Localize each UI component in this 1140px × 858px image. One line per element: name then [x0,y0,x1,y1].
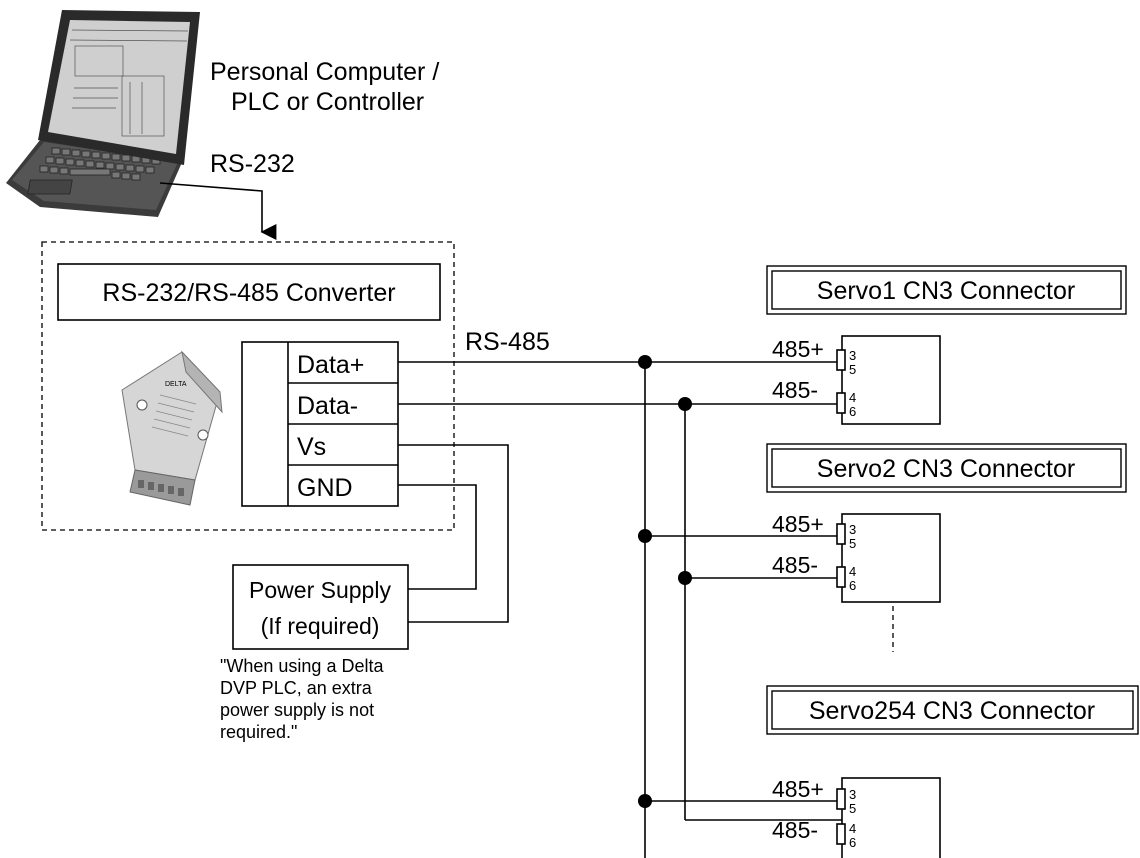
servo254-title-box [771,690,1134,730]
rs485-label: RS-485 [465,328,550,356]
servo1-title-box [771,270,1122,310]
power-note-line1: "When using a Delta [220,656,384,676]
svg-text:6: 6 [849,404,856,419]
power-note-line4: required." [220,722,297,742]
servo1-title: Servo1 CN3 Connector [817,277,1075,305]
servo254-plus-label: 485+ [772,776,824,802]
svg-text:4: 4 [849,390,856,405]
svg-text:5: 5 [849,536,856,551]
servo254-group: Servo254 CN3 Connector 3 5 4 6 485+ 485- [766,685,1139,858]
converter-title: RS-232/RS-485 Converter [102,279,395,307]
rs485-bus-wiring [398,355,842,858]
servo2-group: Servo2 CN3 Connector 3 5 4 6 485+ 485- [766,443,1127,603]
terminal-data-plus: Data+ [297,351,364,379]
servo2-title-box [771,448,1122,488]
svg-text:3: 3 [849,348,856,363]
terminal-gnd: GND [297,474,353,502]
converter-boundary [41,241,455,531]
laptop-icon [6,10,200,217]
servo2-plus-label: 485+ [772,511,824,537]
svg-text:5: 5 [849,801,856,816]
rs232-cable [159,182,277,240]
svg-text:5: 5 [849,362,856,377]
servo2-title: Servo2 CN3 Connector [817,455,1075,483]
servo254-title: Servo254 CN3 Connector [809,697,1095,725]
servo1-minus-label: 485- [772,377,818,403]
svg-text:6: 6 [849,578,856,593]
power-note-line3: power supply is not [220,700,374,720]
power-supply-box [232,564,409,650]
servo254-minus-label: 485- [772,817,818,843]
power-supply-line1: Power Supply [249,577,391,603]
power-supply-line2: (If required) [261,613,380,639]
servo2-minus-label: 485- [772,552,818,578]
svg-text:6: 6 [849,835,856,850]
servo1-group: Servo1 CN3 Connector 3 5 4 6 485+ 485- [766,265,1127,425]
terminal-vs: Vs [297,433,326,461]
svg-text:3: 3 [849,522,856,537]
servo1-connector [841,335,941,425]
converter-device-icon: DELTA [121,350,223,506]
svg-text:3: 3 [849,787,856,802]
pc-title-line2: PLC or Controller [231,88,424,116]
pc-title-line1: Personal Computer / [210,58,439,86]
servo254-connector [841,777,941,858]
power-note-line2: DVP PLC, an extra [220,678,373,698]
svg-text:4: 4 [849,564,856,579]
rs232-label: RS-232 [210,150,295,178]
svg-text:4: 4 [849,821,856,836]
terminal-data-minus: Data- [297,392,358,420]
converter-title-box [57,263,441,321]
svg-text:DELTA: DELTA [165,381,187,388]
servo2-connector [841,513,941,603]
servo1-plus-label: 485+ [772,336,824,362]
